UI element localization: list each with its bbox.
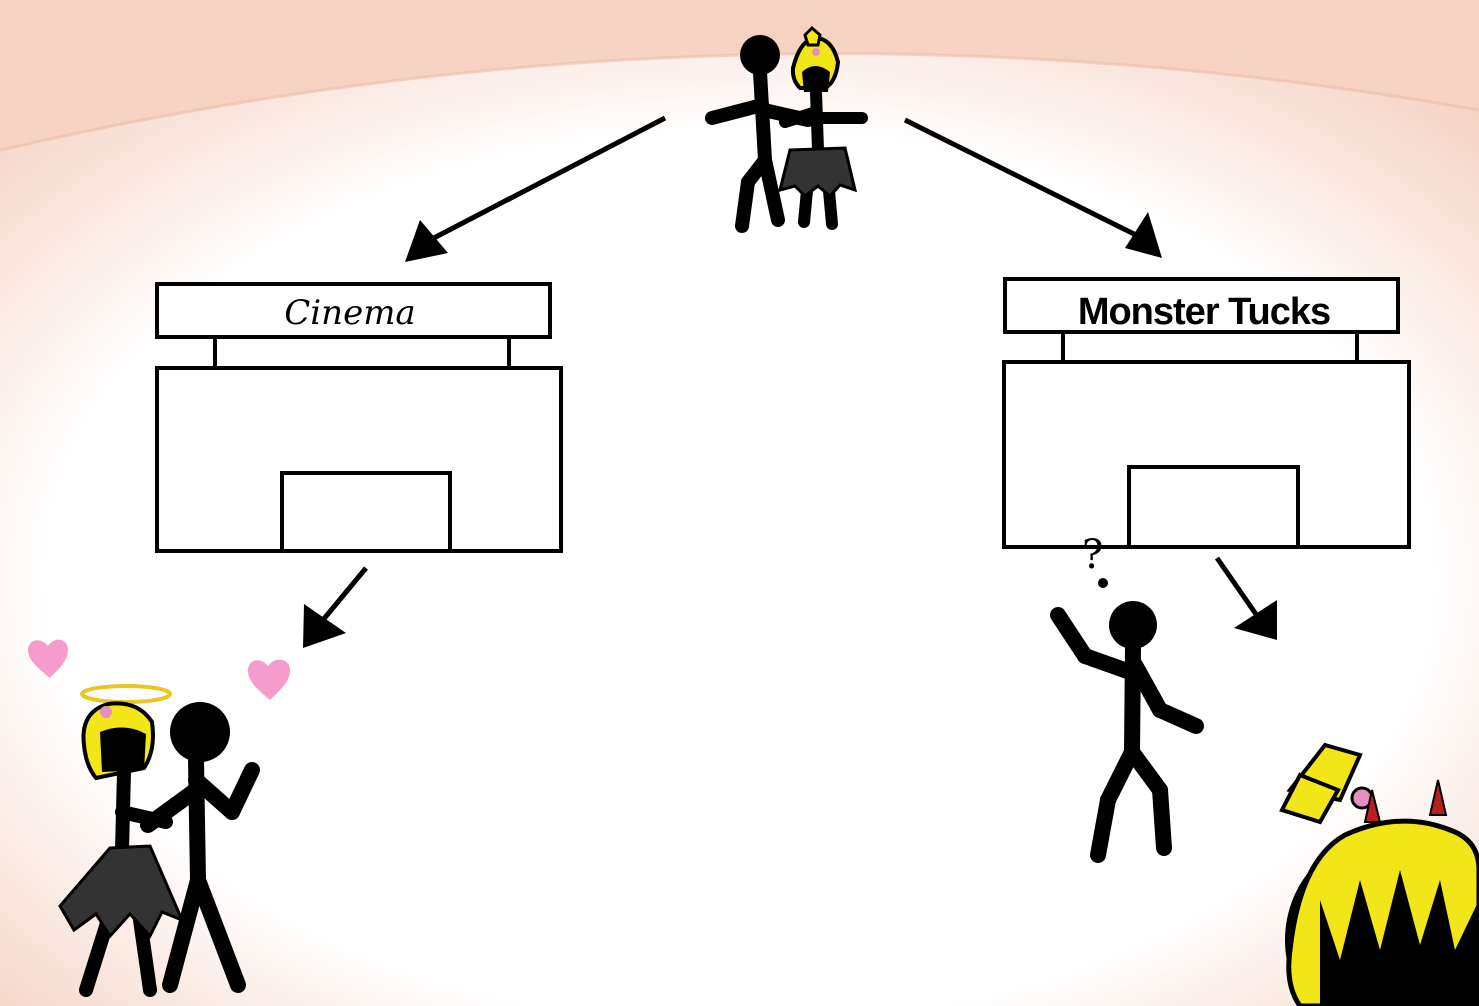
angry-girl-head bbox=[1279, 742, 1479, 1006]
monster-trucks-building bbox=[1002, 277, 1411, 549]
cinema-building bbox=[155, 282, 563, 553]
top-girl-figure bbox=[777, 25, 868, 230]
heart-icon bbox=[28, 639, 68, 678]
question-mark: ? bbox=[1082, 532, 1103, 578]
happy-girl-figure bbox=[58, 684, 185, 997]
cinema-sign-label: Cinema bbox=[284, 293, 415, 333]
confused-boy: ? bbox=[1050, 532, 1204, 863]
top-couple bbox=[705, 25, 868, 233]
arrow-to-monster-trucks bbox=[903, 117, 1162, 258]
happy-couple bbox=[58, 684, 260, 997]
arrow-to-cinema bbox=[405, 115, 667, 262]
horn-icon bbox=[1428, 779, 1448, 816]
heart-icon bbox=[248, 659, 290, 700]
arrow-cinema-outcome bbox=[303, 566, 368, 648]
monster-trucks-sign-label: Monster Tucks bbox=[1078, 291, 1330, 333]
horn-icon bbox=[1363, 789, 1382, 823]
arrow-monster-outcome bbox=[1214, 556, 1277, 640]
halo-icon bbox=[80, 684, 172, 704]
